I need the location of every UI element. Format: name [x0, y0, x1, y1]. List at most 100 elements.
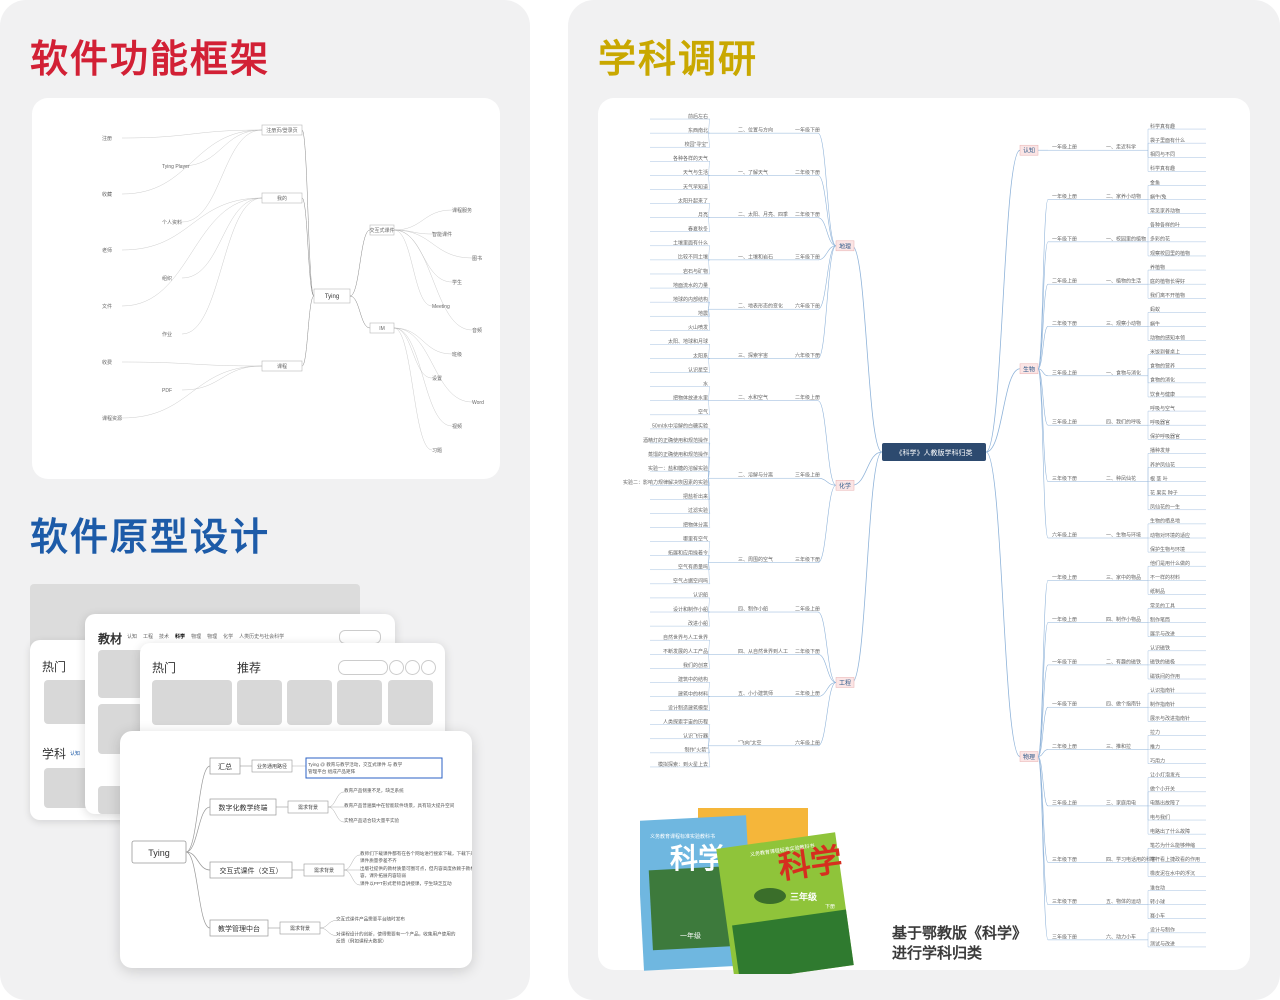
connector-line	[707, 344, 711, 359]
leaf-label: 各种各样的叶	[1150, 222, 1180, 229]
framework-branch-1: 我的	[277, 195, 287, 202]
nav-tab-7[interactable]: 人类历史与社会科学	[239, 634, 285, 640]
nav-tab-5[interactable]: 物理	[207, 634, 218, 640]
framework-leaf: 收藏	[102, 191, 112, 198]
connector-line	[707, 562, 711, 585]
grade-label: 三年级下册	[1052, 475, 1077, 482]
leaf-label: 东西南北	[688, 127, 708, 134]
connector-line	[817, 484, 837, 564]
connector-line	[1037, 706, 1049, 757]
framework-leaf: 作业	[162, 331, 172, 338]
prototype-note: 反馈（例如课程大数据）	[336, 938, 387, 945]
leaf-label: 制作指南针	[1150, 701, 1175, 708]
grade-label: 三年级上册	[1052, 799, 1077, 806]
connector-line	[393, 209, 453, 231]
unit-label: 四、学习电话用的科学	[1106, 856, 1156, 863]
leaf-label: 制作笔筒	[1150, 616, 1170, 623]
leaf-label: 保护生物与环境	[1150, 546, 1185, 553]
leaf-label: 测试与改进	[1150, 941, 1175, 948]
connector-line	[319, 920, 337, 929]
prototype-note: 教育产品侧重不足，缺乏系统	[344, 787, 404, 794]
unit-label: 一、食物与消化	[1106, 369, 1141, 376]
framework-leaf: Meeting	[432, 304, 450, 310]
leaf-label: 笔芯为什么能够伸缩	[1150, 842, 1195, 849]
connector-line	[707, 217, 711, 232]
connector-line	[1037, 283, 1049, 370]
grade-label: 六年级下册	[795, 303, 820, 310]
prototype-note: 管理平台 组成产品矩阵	[308, 768, 356, 775]
textbook-covers: 科学 义务教育课程标准实验教科书 一年级 科学 义务教育课程标准实验教科书 三年…	[640, 808, 854, 974]
connector-line	[817, 477, 837, 486]
search-input[interactable]	[339, 630, 381, 644]
leaf-label: 认识飞行器	[683, 733, 708, 740]
framework-leaf: 班级	[452, 351, 462, 358]
connector-line	[817, 217, 837, 247]
circle-button-2[interactable]	[405, 660, 420, 675]
grade-label: 六年级上册	[1052, 532, 1077, 539]
subject-tab[interactable]: 认知	[70, 751, 81, 757]
leaf-label: 生物的栖息地	[1150, 518, 1180, 525]
prototype-root-label: Tying	[148, 848, 170, 858]
connector-line	[181, 129, 263, 223]
nav-title: 教材	[98, 632, 123, 646]
leaf-label: 改进小船	[688, 620, 708, 627]
textbook-front-cover: 科学 义务教育课程标准实验教科书 三年级 下册	[716, 832, 854, 974]
circle-button-3[interactable]	[421, 660, 436, 675]
grade-label: 三年级上册	[1052, 369, 1077, 376]
nav-tab-2[interactable]: 技术	[159, 634, 170, 640]
leaf-label: 认识磁铁	[1150, 645, 1170, 652]
unit-label: 一、走近科学	[1106, 144, 1136, 151]
framework-branch-3: 交互式课件	[369, 227, 394, 234]
connector-line	[393, 327, 433, 379]
prototype-note: Tying @ 教育与教学活动，交互式课件 与 教学	[308, 761, 403, 768]
leaf-label: 把物体放进水里	[673, 395, 708, 402]
filter-pill[interactable]	[338, 660, 388, 675]
framework-leaf: 课程服务	[452, 207, 472, 214]
highlight-box	[305, 757, 443, 779]
back-cover-title: 科学	[670, 842, 726, 874]
connector-line	[707, 745, 711, 768]
connector-line	[707, 287, 711, 310]
framework-leaf: 个人资料	[162, 219, 182, 226]
caption-line-2: 进行学科归类	[892, 944, 983, 962]
grade-label: 一年级上册	[1052, 193, 1077, 200]
unit-label: 一、土壤和岩石	[738, 253, 773, 260]
leaf-label: 天气早知道	[683, 183, 708, 190]
connector-line	[1037, 199, 1049, 370]
leaf-label: 推力	[1150, 743, 1160, 750]
hot-heading: 热门	[152, 661, 177, 675]
leaf-label: 空气有质量吗	[678, 564, 708, 571]
circle-button-1[interactable]	[389, 660, 404, 675]
research-root	[882, 443, 986, 461]
framework-branch-2: 课程	[277, 363, 287, 370]
leaf-label: 花 果实 种子	[1150, 489, 1178, 496]
connector-line	[121, 129, 263, 139]
front-cover-title: 科学	[776, 841, 844, 886]
framework-leaf: 收费	[102, 359, 112, 366]
grade-label: 六年级上册	[795, 739, 820, 746]
framework-leaf: Tying Player	[162, 164, 190, 170]
nav-tab-0[interactable]: 认知	[127, 634, 138, 640]
nav-tab-1[interactable]: 工程	[143, 634, 154, 640]
leaf-label: 食物的营养	[1150, 363, 1175, 370]
nav-tab-3[interactable]: 科学	[175, 634, 186, 640]
unit-label: 一、生物与环境	[1106, 532, 1141, 539]
front-cover-term: 下册	[825, 904, 835, 910]
connector-line	[1037, 368, 1049, 539]
nav-tab-6[interactable]: 化学	[223, 634, 234, 640]
leaf-label: 过滤实验	[688, 507, 708, 514]
unit-label: 二、种凤仙花	[1106, 475, 1136, 482]
connector-line	[985, 149, 1021, 453]
leaf-label: 电路出了什么故障	[1150, 828, 1190, 835]
prototype-note: 出版社提供的教材质量可圈可点，但内容高度依赖于教材内	[360, 865, 472, 872]
framework-leaf: 学生	[452, 279, 462, 286]
leaf-label: 做个小开关	[1150, 786, 1175, 793]
grade-label: 一年级上册	[1052, 574, 1077, 581]
connector-line	[707, 132, 711, 148]
leaf-label: 制作"火箭"	[684, 747, 708, 754]
nav-tab-4[interactable]: 物理	[191, 634, 202, 640]
leaf-label: 设计和制作小船	[673, 606, 708, 613]
prototype-branch-label-3: 教学管理中台	[218, 924, 260, 933]
back-cover-edition: 义务教育课程标准实验教科书	[650, 833, 715, 840]
